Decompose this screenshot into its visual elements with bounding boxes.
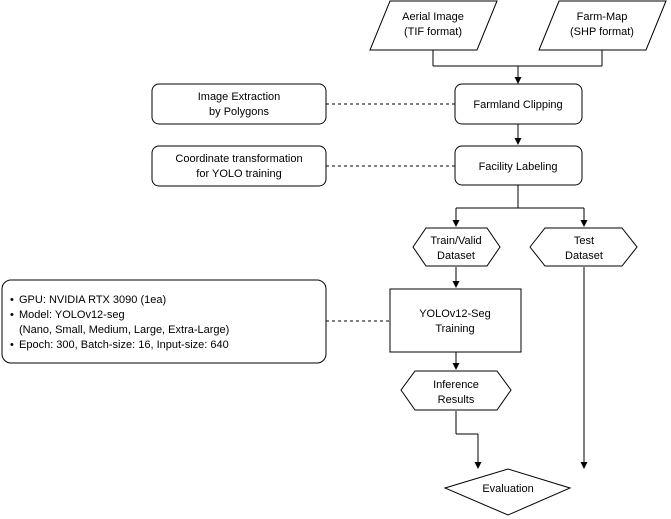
note-coordinate-transformation: Coordinate transformation for YOLO train… (151, 145, 327, 187)
node-test-dataset: Test Dataset (529, 227, 638, 267)
image-extraction-box (151, 83, 327, 125)
node-inference-results: Inference Results (400, 370, 512, 411)
arrowhead-training (452, 281, 460, 288)
inference-results-line1: Inference (433, 379, 479, 391)
test-dataset-line1: Test (574, 235, 594, 247)
farm-map-shape (538, 0, 667, 51)
arrowhead-test (580, 220, 588, 227)
node-farmland-clipping: Farmland Clipping (454, 83, 583, 125)
note-image-extraction: Image Extraction by Polygons (151, 83, 327, 125)
config-bullet-epoch: • (10, 339, 14, 351)
yolo-training-line2: Training (435, 323, 474, 335)
aerial-image-line2: (TIF format) (404, 26, 462, 38)
note-training-config: • GPU: NVIDIA RTX 3090 (1ea) • Model: YO… (1, 279, 327, 364)
inference-results-line2: Results (438, 394, 475, 406)
arrowhead-labeling (514, 138, 522, 145)
arrowhead-inference (452, 363, 460, 370)
config-item-epoch: Epoch: 300, Batch-size: 16, Input-size: … (19, 339, 229, 351)
config-item-model-variants: (Nano, Small, Medium, Large, Extra-Large… (19, 324, 229, 336)
config-bullet-model: • (10, 309, 14, 321)
test-dataset-line2: Dataset (565, 250, 603, 262)
image-extraction-line1: Image Extraction (198, 91, 281, 103)
connectors (326, 50, 603, 469)
train-valid-dataset-line2: Dataset (437, 250, 475, 262)
node-evaluation: Evaluation (443, 468, 572, 516)
config-bullet-gpu: • (10, 294, 14, 306)
config-item-gpu: GPU: NVIDIA RTX 3090 (1ea) (19, 294, 166, 306)
arrowhead-trainvalid (452, 220, 460, 227)
arrowhead-eval-right (580, 462, 588, 469)
config-item-model: Model: YOLOv12-seg (19, 309, 125, 321)
coordinate-transformation-box (151, 145, 327, 187)
arrowhead-clipping (514, 77, 522, 84)
train-valid-dataset-shape (412, 227, 501, 267)
coordinate-transformation-line2: for YOLO training (196, 168, 281, 180)
training-config-box (1, 279, 327, 364)
aerial-image-shape (369, 0, 498, 51)
arrowhead-eval-left (474, 462, 482, 469)
aerial-image-line1: Aerial Image (402, 11, 464, 23)
node-facility-labeling: Facility Labeling (454, 145, 583, 186)
evaluation-shape (443, 468, 572, 516)
image-extraction-line2: by Polygons (209, 106, 269, 118)
facility-labeling-label: Facility Labeling (479, 161, 558, 173)
farm-map-line2: (SHP format) (570, 26, 634, 38)
farmland-clipping-label: Farmland Clipping (473, 99, 562, 111)
node-train-valid-dataset: Train/Valid Dataset (412, 227, 501, 267)
yolo-training-box (389, 288, 522, 353)
evaluation-label: Evaluation (482, 483, 533, 495)
facility-labeling-box (454, 145, 583, 186)
node-aerial-image: Aerial Image (TIF format) (369, 0, 498, 51)
node-yolo-training: YOLOv12-Seg Training (389, 288, 522, 353)
yolo-training-line1: YOLOv12-Seg (419, 308, 491, 320)
inference-results-shape (400, 370, 512, 411)
train-valid-dataset-line1: Train/Valid (430, 235, 481, 247)
coordinate-transformation-line1: Coordinate transformation (175, 153, 302, 165)
node-farm-map: Farm-Map (SHP format) (538, 0, 667, 51)
farm-map-line1: Farm-Map (577, 11, 628, 23)
farmland-clipping-box (454, 83, 583, 125)
test-dataset-shape (529, 227, 638, 267)
